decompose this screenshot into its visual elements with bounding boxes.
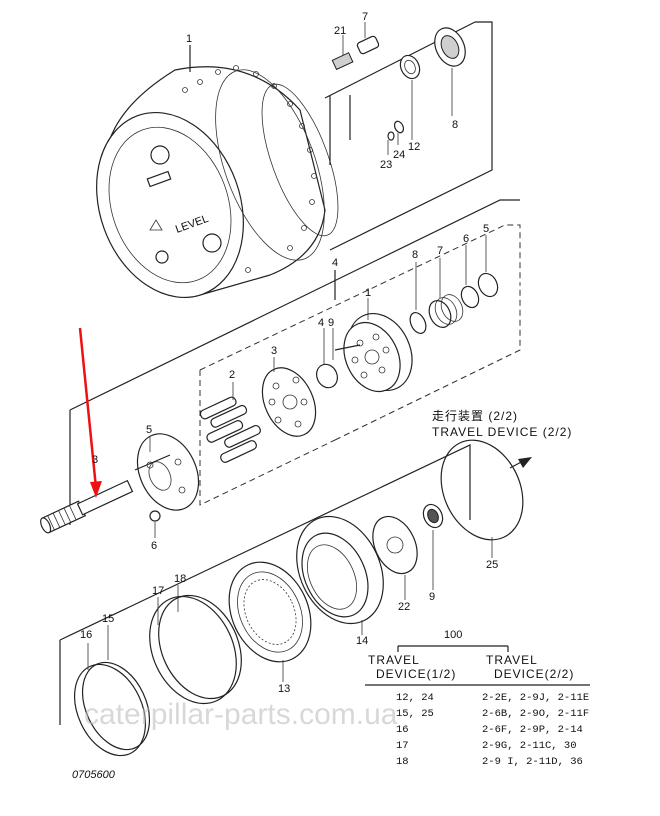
svg-text:17: 17 (396, 740, 409, 752)
label-15: 15 (102, 613, 114, 625)
svg-text:2-9G, 2-11C, 30: 2-9G, 2-11C, 30 (482, 740, 577, 752)
label-25: 25 (486, 559, 498, 571)
label-22: 22 (398, 601, 410, 613)
label-2: 2 (229, 369, 235, 381)
label-7b: 7 (437, 245, 443, 257)
label-9: 9 (429, 591, 435, 603)
swash-plate (261, 357, 317, 437)
svg-text:15, 25: 15, 25 (396, 708, 434, 720)
spring-pack-parts (409, 235, 499, 334)
label-8: 8 (452, 119, 458, 131)
seal-rings-17-18 (149, 585, 242, 705)
label-17: 17 (152, 585, 164, 597)
svg-text:16: 16 (396, 724, 409, 736)
piston-set (199, 382, 261, 463)
label-3b: 3 (92, 454, 98, 466)
label-5: 5 (146, 424, 152, 436)
travel-device-header: 走行装置 (2/2) TRAVEL DEVICE (2/2) (432, 409, 572, 439)
top-small-parts (329, 22, 466, 165)
svg-text:12, 24: 12, 24 (396, 692, 434, 704)
label-24: 24 (393, 149, 405, 161)
seal-ring-25 (440, 439, 532, 558)
label-16: 16 (80, 629, 92, 641)
label-1b: 1 (365, 287, 371, 299)
label-3: 3 (271, 345, 277, 357)
seal-rings-15-16 (74, 625, 151, 757)
table-row: 17 2-9G, 2-11C, 30 (396, 740, 577, 752)
label-8b: 8 (412, 249, 418, 261)
red-indicator-arrow (78, 327, 102, 498)
label-5b: 5 (483, 223, 489, 235)
svg-text:2-2E, 2-9J, 2-11E: 2-2E, 2-9J, 2-11E (482, 692, 589, 704)
label-7: 7 (362, 11, 368, 23)
reference-table: 100 TRAVEL DEVICE(1/2) TRAVEL DEVICE(2/2… (365, 629, 590, 768)
svg-text:18: 18 (396, 756, 409, 768)
table-col1-title-a: TRAVEL (368, 653, 420, 667)
lower-bracket-frame (59, 444, 471, 725)
table-col1-title-b: DEVICE(1/2) (376, 667, 456, 681)
label-6: 6 (151, 540, 157, 552)
header-jp: 走行装置 (2/2) (432, 409, 518, 423)
table-row: 18 2-9 I, 2-11D, 36 (396, 756, 583, 768)
hub-14 (296, 515, 384, 635)
housing-bolt-ring (182, 65, 317, 273)
label-14: 14 (356, 635, 368, 647)
table-col2-title-b: DEVICE(2/2) (494, 667, 574, 681)
svg-text:2-6F, 2-9P, 2-14: 2-6F, 2-9P, 2-14 (482, 724, 583, 736)
part-labels: 1 7 21 8 12 24 23 4 8 7 6 5 1 4 9 3 2 5 … (80, 11, 498, 695)
final-drive-housing: LEVEL (96, 45, 339, 299)
label-18: 18 (174, 573, 186, 585)
label-21: 21 (334, 25, 346, 37)
header-en: TRAVEL DEVICE (2/2) (432, 425, 572, 439)
svg-text:2-9 I, 2-11D, 36: 2-9 I, 2-11D, 36 (482, 756, 583, 768)
valve-plate (136, 433, 200, 538)
label-1-top: 1 (186, 33, 192, 45)
table-row: 16 2-6F, 2-9P, 2-14 (396, 724, 583, 736)
label-4b: 4 (318, 317, 324, 329)
table-col2-title-a: TRAVEL (486, 653, 538, 667)
drive-shaft (40, 454, 171, 534)
watermark-text: caterpillar-parts.com.ua (84, 698, 398, 731)
label-13: 13 (278, 683, 290, 695)
label-6b: 6 (463, 233, 469, 245)
drawing-code: 0705600 (72, 769, 116, 781)
label-4: 4 (332, 257, 338, 269)
label-9b: 9 (328, 317, 334, 329)
table-row: 15, 25 2-6B, 2-9O, 2-11F (396, 708, 589, 720)
label-100: 100 (444, 629, 462, 641)
friction-disc-13 (228, 561, 312, 682)
cylinder-barrel (316, 298, 413, 393)
table-row: 12, 24 2-2E, 2-9J, 2-11E (396, 692, 589, 704)
label-23: 23 (380, 159, 392, 171)
svg-text:2-6B, 2-9O, 2-11F: 2-6B, 2-9O, 2-11F (482, 708, 589, 720)
bearing-9 (422, 503, 444, 590)
label-12: 12 (408, 141, 420, 153)
